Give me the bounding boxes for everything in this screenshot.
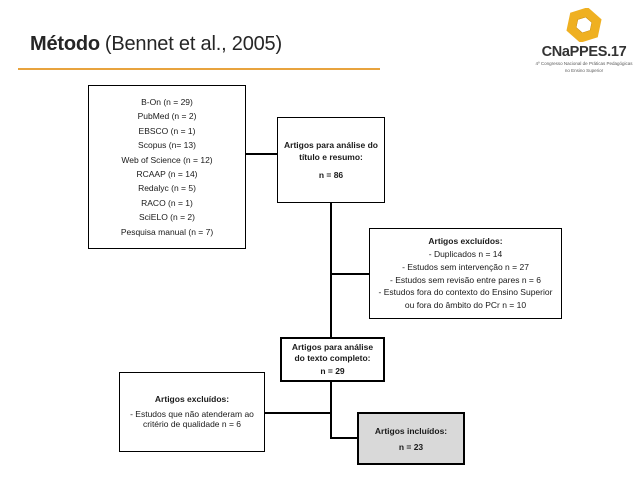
page-title: Método(Bennet et al., 2005) (30, 33, 282, 56)
connector-branch-to-excluded-title (332, 273, 369, 275)
excluded-item: - Estudos sem intervenção n = 27 (402, 261, 529, 272)
box-header: Artigos excluídos: (154, 394, 230, 405)
box-header: Artigos incluídos: (374, 425, 448, 436)
excluded-item: - Estudos fora do contexto do Ensino Sup… (378, 287, 553, 311)
source-entry: SciELO (n = 2) (139, 212, 195, 223)
source-entry: PubMed (n = 2) (137, 111, 197, 122)
flow-box-included-articles: Artigos incluídos: n = 23 (357, 412, 465, 465)
logo-subtitle-line1: 4º Congresso Nacional de Práticas Pedagó… (535, 61, 633, 66)
box-count: n = 86 (318, 170, 344, 180)
connector-sources-to-title-screening (246, 153, 277, 155)
connector-elbow-to-included (330, 437, 357, 439)
logo-name: CNaPPES.17 (541, 44, 627, 60)
box-header: Artigos excluídos: (428, 236, 503, 247)
flow-box-excluded-title-screening: Artigos excluídos: - Duplicados n = 14 -… (369, 228, 562, 319)
excluded-item: - Estudos sem revisão entre pares n = 6 (390, 274, 541, 285)
page-title-reference: (Bennet et al., 2005) (104, 33, 282, 55)
cnappes-hexagon-icon (566, 8, 602, 42)
source-entry: RACO (n = 1) (141, 197, 193, 208)
logo-subtitle-line2: no Ensino Superior (564, 67, 604, 73)
source-entry: Pesquisa manual (n = 7) (120, 226, 214, 237)
excluded-item: - Estudos que não atenderam ao critério … (130, 408, 254, 430)
box-count: n = 29 (320, 366, 345, 377)
cnappes-logo: CNaPPES.17 4º Congresso Nacional de Prát… (532, 8, 636, 73)
connector-excluded-quality-join (265, 412, 331, 414)
source-entry: B-On (n = 29) (141, 96, 193, 107)
source-entry: Scopus (n= 13) (138, 140, 196, 151)
source-entry: Redalyc (n = 5) (138, 183, 196, 194)
flow-box-excluded-quality: Artigos excluídos: - Estudos que não ate… (119, 372, 265, 452)
title-underline (18, 68, 380, 70)
flow-box-search-sources: B-On (n = 29) PubMed (n = 2) EBSCO (n = … (88, 85, 246, 249)
flow-box-title-abstract-screening: Artigos para análise do título e resumo:… (277, 117, 385, 203)
connector-title-screening-to-fulltext (330, 203, 332, 337)
flow-box-fulltext-screening: Artigos para análise do texto completo: … (280, 337, 385, 382)
box-label: Artigos para análise do título e resumo: (284, 140, 378, 162)
source-entry: RCAAP (n = 14) (136, 169, 198, 179)
source-entry: Web of Science (n = 12) (121, 154, 213, 165)
page-title-emphasis: Método (30, 33, 100, 55)
connector-fulltext-to-elbow (330, 382, 332, 439)
box-count: n = 23 (398, 441, 424, 452)
excluded-item: - Duplicados n = 14 (428, 248, 503, 259)
source-entry: EBSCO (n = 1) (138, 125, 196, 136)
box-label: Artigos para análise do texto completo: (291, 342, 374, 363)
